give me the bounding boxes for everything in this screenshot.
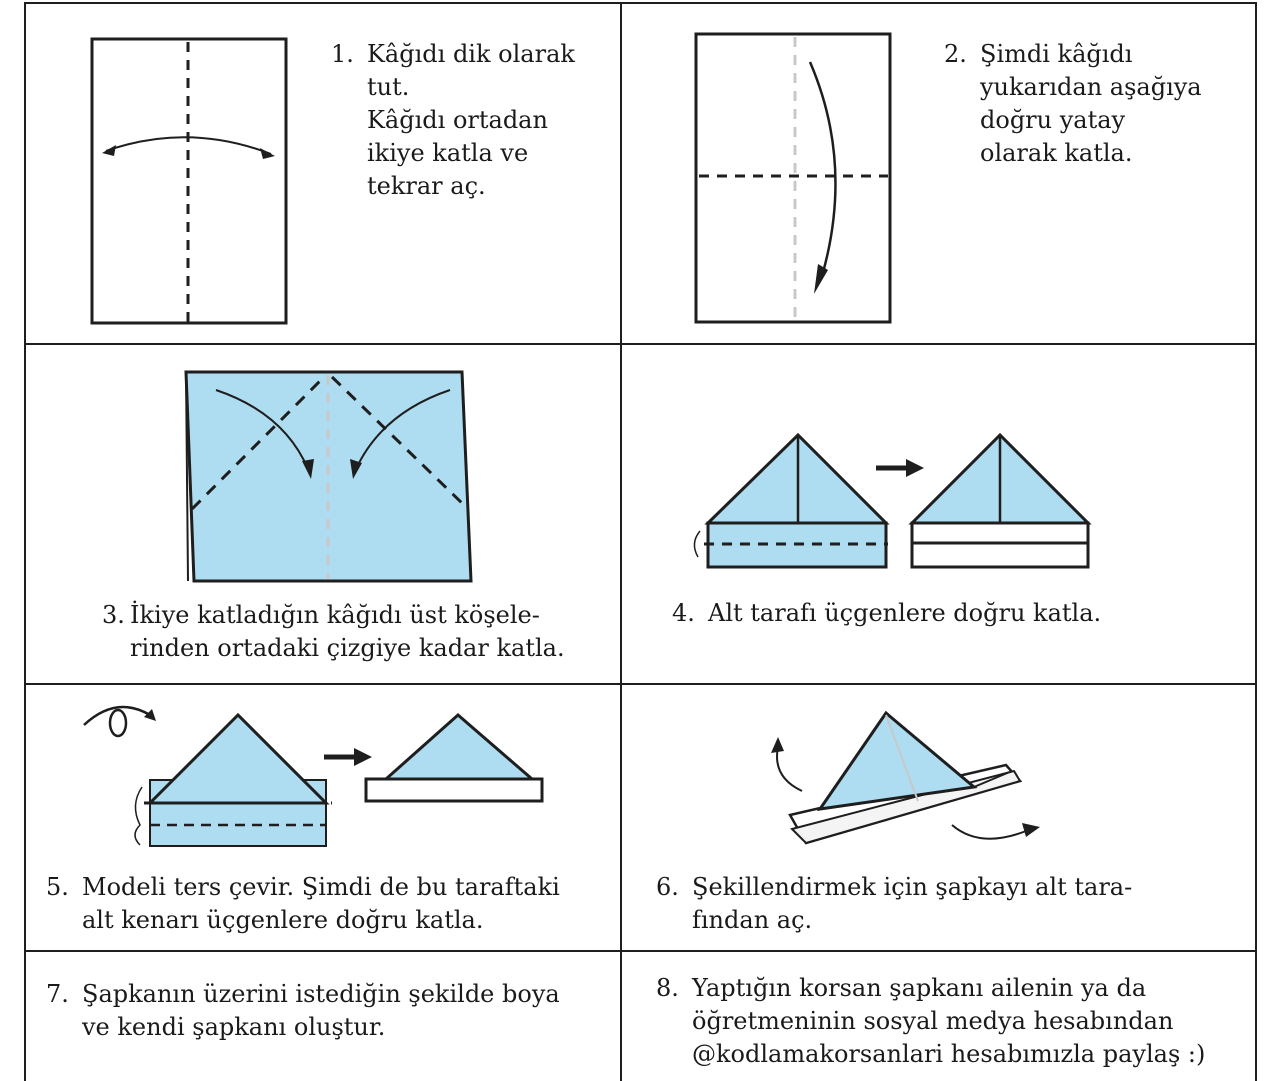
step-8-cell: 8.Yaptığın korsan şapkanı ailenin ya da …	[622, 952, 1255, 1081]
step-3-cell: 3.İkiye katladığın kâğıdı üst köşele- ri…	[26, 345, 620, 683]
step-8-line-3: @kodlamakorsanlari hesabımızla paylaş :)	[692, 1040, 1205, 1068]
step-2-line-4: olarak katla.	[980, 139, 1133, 167]
step-5-number: 5.	[46, 871, 82, 904]
step-5-cell: 5.Modeli ters çevir. Şimdi de bu tarafta…	[26, 685, 620, 950]
step-1-line-4: ikiye katla ve	[367, 139, 528, 167]
step-4-number: 4.	[672, 597, 708, 630]
step-7-line-1: Şapkanın üzerini istediğin şekilde boya	[82, 980, 560, 1008]
step-8-line-2: öğretmeninin sosyal medya hesabından	[692, 1007, 1173, 1035]
step-2-cell: 2.Şimdi kâğıdı yukarıdan aşağıya doğru y…	[622, 4, 1255, 343]
step-5-line-2: alt kenarı üçgenlere doğru katla.	[82, 906, 484, 934]
step-4-illustration	[622, 345, 1255, 683]
step-4-line-1: Alt tarafı üçgenlere doğru katla.	[708, 599, 1101, 627]
step-8-line-1: Yaptığın korsan şapkanı ailenin ya da	[692, 974, 1146, 1002]
step-4-cell: 4.Alt tarafı üçgenlere doğru katla.	[622, 345, 1255, 683]
step-4-text: 4.Alt tarafı üçgenlere doğru katla.	[672, 597, 1101, 630]
step-6-line-1: Şekillendirmek için şapkayı alt tara-	[692, 873, 1132, 901]
step-2-text: 2.Şimdi kâğıdı yukarıdan aşağıya doğru y…	[944, 38, 1202, 170]
step-1-text: 1.Kâğıdı dik olarak tut. Kâğıdı ortadan …	[331, 38, 575, 203]
table-border-right	[1255, 2, 1257, 1081]
step-3-text: 3.İkiye katladığın kâğıdı üst köşele- ri…	[102, 599, 565, 665]
step-1-line-5: tekrar aç.	[367, 172, 486, 200]
step-3-line-1: İkiye katladığın kâğıdı üst köşele-	[130, 601, 540, 629]
step-6-cell: 6.Şekillendirmek için şapkayı alt tara- …	[622, 685, 1255, 950]
step-6-text: 6.Şekillendirmek için şapkayı alt tara- …	[656, 871, 1132, 937]
step-8-number: 8.	[656, 972, 692, 1005]
step-6-number: 6.	[656, 871, 692, 904]
step-6-line-2: fından aç.	[692, 906, 812, 934]
step-2-line-2: yukarıdan aşağıya	[980, 73, 1202, 101]
step-7-cell: 7.Şapkanın üzerini istediğin şekilde boy…	[26, 952, 620, 1081]
step-3-number: 3.	[102, 599, 130, 632]
step-1-line-1: Kâğıdı dik olarak	[367, 40, 575, 68]
step-5-line-1: Modeli ters çevir. Şimdi de bu taraftaki	[82, 873, 560, 901]
step-3-line-2: rinden ortadaki çizgiye kadar katla.	[130, 634, 565, 662]
step-7-line-2: ve kendi şapkanı oluştur.	[82, 1013, 385, 1041]
step-2-line-1: Şimdi kâğıdı	[980, 40, 1132, 68]
step-8-text: 8.Yaptığın korsan şapkanı ailenin ya da …	[656, 972, 1205, 1071]
step-5-text: 5.Modeli ters çevir. Şimdi de bu tarafta…	[46, 871, 560, 937]
step-7-number: 7.	[46, 978, 82, 1011]
step-1-cell: 1.Kâğıdı dik olarak tut. Kâğıdı ortadan …	[26, 4, 620, 343]
step-2-number: 2.	[944, 38, 980, 71]
step-7-text: 7.Şapkanın üzerini istediğin şekilde boy…	[46, 978, 560, 1044]
step-1-line-2: tut.	[367, 73, 409, 101]
step-1-number: 1.	[331, 38, 367, 71]
step-1-line-3: Kâğıdı ortadan	[367, 106, 548, 134]
step-2-line-3: doğru yatay	[980, 106, 1125, 134]
